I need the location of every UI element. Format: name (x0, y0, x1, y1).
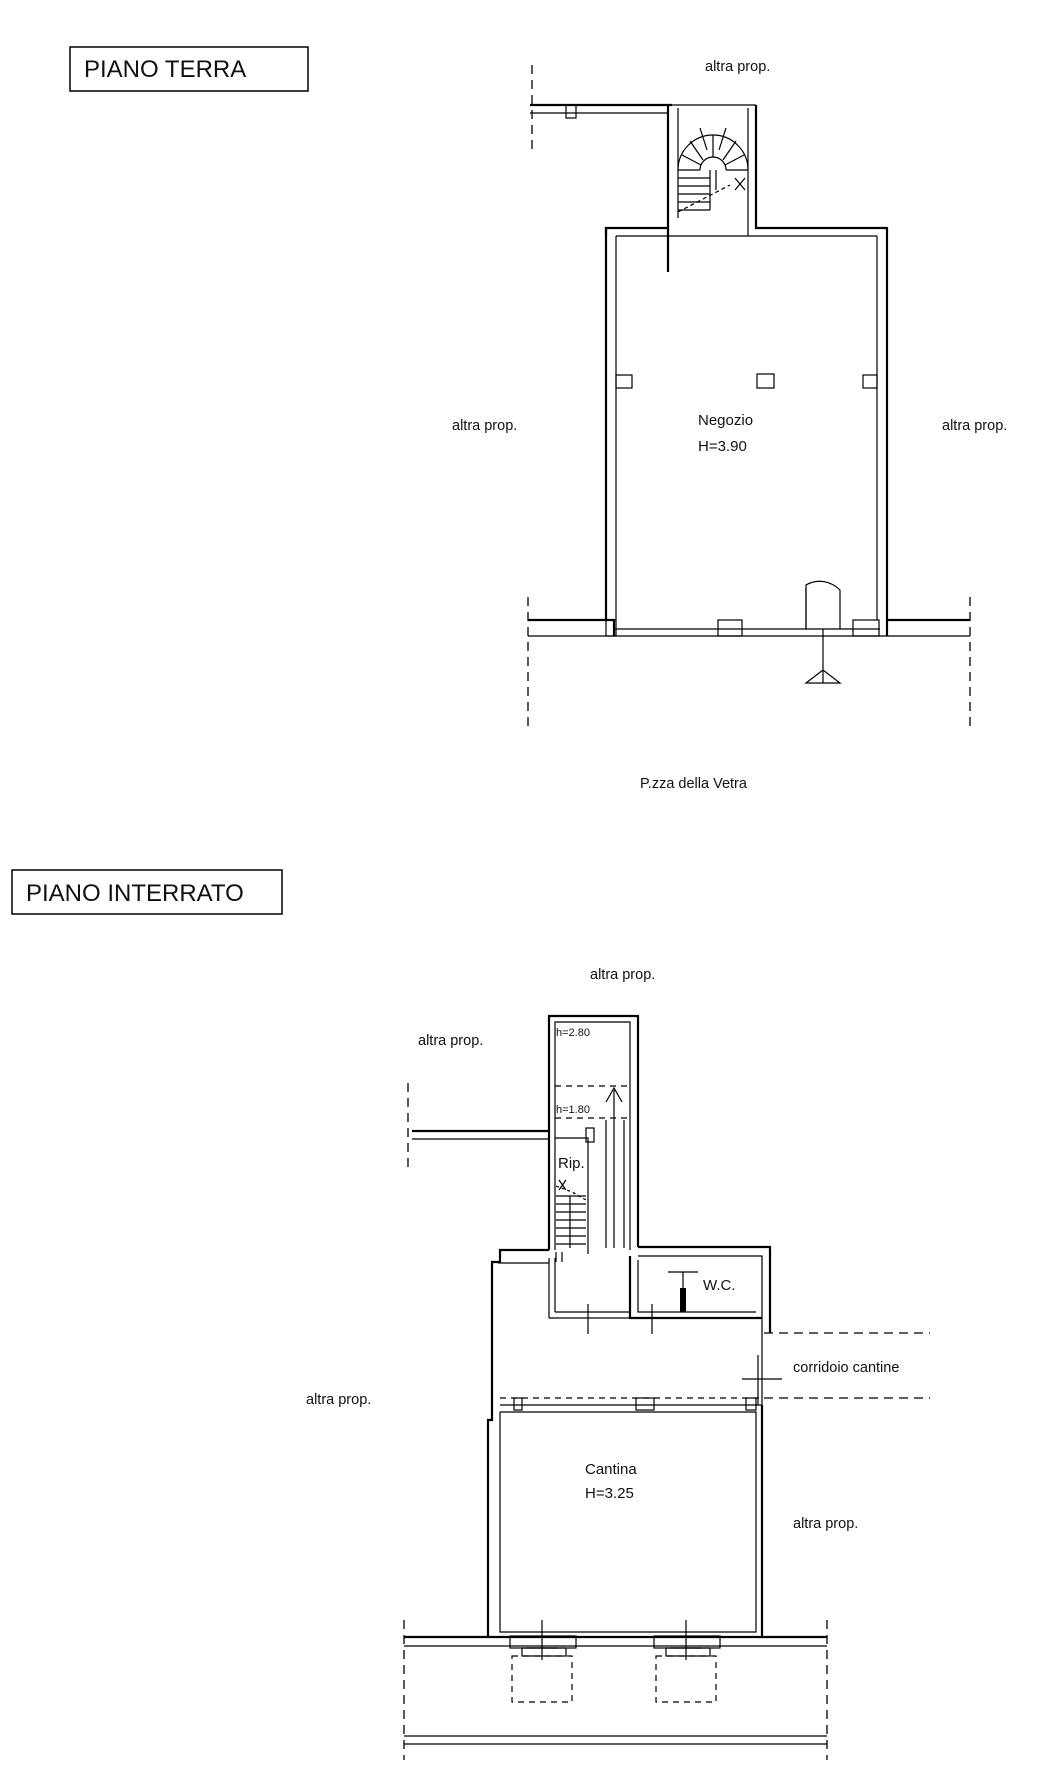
cantina-room-name: Cantina (585, 1461, 637, 1478)
interrato-label-top: altra prop. (590, 967, 655, 983)
piano-terra-label-left: altra prop. (452, 418, 517, 434)
corridor-column-2 (635, 1397, 655, 1411)
piano-terra-title-box (69, 46, 309, 92)
light-well-right (653, 1620, 721, 1703)
basement-wall-top-inner-right (638, 1255, 763, 1322)
column-right (862, 374, 878, 389)
basement-wall-top-left (490, 1248, 549, 1405)
street-name: P.zza della Vetra (640, 776, 748, 792)
wc-fixture-body (680, 1288, 686, 1312)
corridor-column-1 (513, 1397, 523, 1411)
wc-walls (628, 1256, 762, 1320)
spiral-stair (677, 127, 749, 213)
cantina-walls-inner (499, 1411, 757, 1633)
entrance-door (805, 580, 841, 629)
basement-stair (555, 1179, 587, 1248)
piano-terra-section: PIANO TERRA (69, 46, 1007, 792)
interrato-label-left: altra prop. (306, 1392, 371, 1408)
piano-interrato-title-box (11, 869, 283, 915)
cantina-room-height: H=3.25 (585, 1485, 634, 1502)
storefront-pillar-right (852, 619, 880, 637)
wc-walls-inner (637, 1260, 756, 1313)
interrato-label-right: altra prop. (793, 1516, 858, 1532)
light-well-left (509, 1620, 577, 1703)
ripostiglio-walls (555, 1137, 589, 1254)
shop-wall-left (604, 228, 616, 636)
piano-terra-label-top: altra prop. (705, 59, 770, 75)
piano-interrato-section: PIANO INTERRATO (11, 869, 930, 1760)
cantina-walls (486, 1405, 494, 1637)
tower-walls-inner (554, 1021, 631, 1250)
piano-terra-title: PIANO TERRA (84, 56, 246, 83)
ripostiglio-door-jamb (585, 1127, 595, 1143)
tower-walls (547, 1014, 640, 1250)
column-center (756, 373, 775, 389)
wc-label: W.C. (703, 1277, 736, 1294)
storefront-pillar-left (605, 619, 617, 637)
ripostiglio-label: Rip. (558, 1155, 585, 1172)
pillar-top (565, 104, 577, 119)
corridor-column-3 (745, 1397, 757, 1411)
basement-wall-top-right (638, 1245, 772, 1325)
storefront-pillar-mid (717, 619, 743, 637)
interrato-label-top-left: altra prop. (418, 1033, 483, 1049)
height-lower-label: h=1.80 (556, 1104, 590, 1116)
corridoio-label: corridoio cantine (793, 1360, 899, 1376)
piano-interrato-title: PIANO INTERRATO (26, 880, 244, 907)
negozio-room-name: Negozio (698, 412, 753, 429)
stair-walls (604, 105, 670, 236)
height-upper-label: h=2.80 (556, 1027, 590, 1039)
stair-walls-right (754, 105, 889, 636)
column-left (615, 374, 633, 389)
ramp-arrow-head (605, 1086, 623, 1103)
entrance-marker-triangle (804, 669, 842, 684)
negozio-room-height: H=3.90 (698, 438, 747, 455)
piano-terra-label-right: altra prop. (942, 418, 1007, 434)
